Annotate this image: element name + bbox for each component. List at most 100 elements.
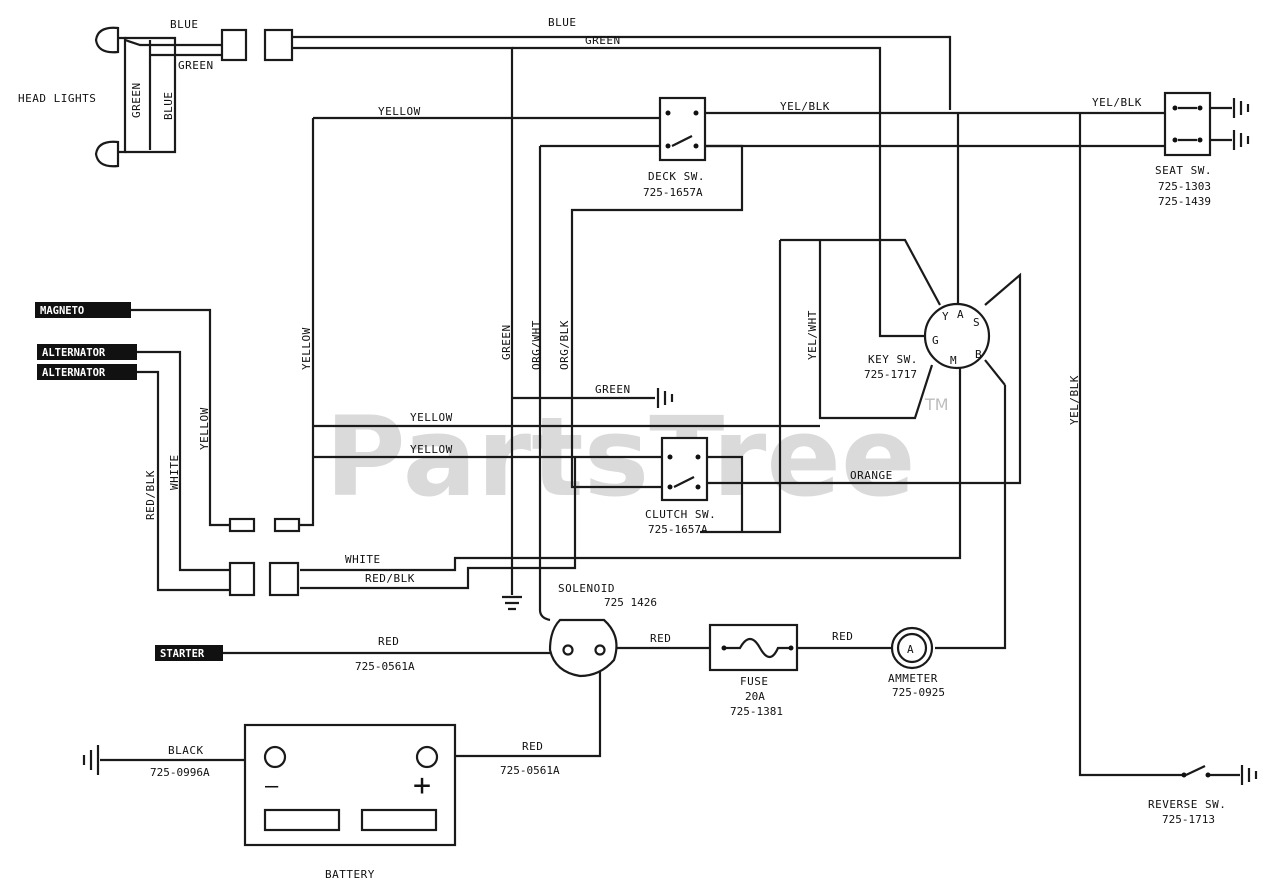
alternator-box-2-bg xyxy=(37,364,137,380)
deck-switch-body xyxy=(658,96,707,162)
alternator-box-1: ALTERNATOR xyxy=(37,344,137,360)
label-blue-top: BLUE xyxy=(548,16,577,29)
deck-switch: DECK SW. 725-1657A xyxy=(643,96,707,199)
label-red-bat-part: 725-0561A xyxy=(500,764,560,777)
solenoid-terminal-2 xyxy=(594,644,606,656)
ammeter-name: AMMETER xyxy=(888,672,938,685)
key-switch-body xyxy=(923,302,991,370)
label-green-hl: GREEN xyxy=(130,82,143,118)
magneto-box-bg xyxy=(35,302,131,318)
battery-name: BATTERY xyxy=(325,868,375,881)
clutch-switch-contact-1 xyxy=(667,454,673,460)
key-b-wire xyxy=(984,359,1006,386)
ammeter-inner xyxy=(896,632,928,664)
seat-switch-body xyxy=(1163,91,1212,157)
clutch-switch-blade xyxy=(673,476,695,488)
label-red-bat: RED xyxy=(522,740,543,753)
head-lights-label: HEAD LIGHTS xyxy=(18,92,96,105)
label-black-bat: BLACK xyxy=(168,744,204,757)
key-switch-part: 725-1717 xyxy=(864,368,917,381)
label-orange: ORANGE xyxy=(850,469,893,482)
blue-wire-hl xyxy=(124,38,222,47)
magneto-box: MAGNETO xyxy=(35,302,131,318)
red-bat-wire xyxy=(440,655,602,758)
fuse-terminal-1 xyxy=(721,645,727,651)
label-org-wht: ORG/WHT xyxy=(530,320,543,370)
label-red-starter-part: 725-0561A xyxy=(355,660,415,673)
ammeter: A AMMETER 725-0925 xyxy=(888,626,945,699)
orange-wire xyxy=(700,272,1022,485)
label-yellow-mid-2: YELLOW xyxy=(410,443,453,456)
watermark-tm: TM xyxy=(924,395,949,414)
battery: — + BATTERY xyxy=(243,723,457,881)
yellow-wire-vert xyxy=(292,118,315,527)
label-org-blk: ORG/BLK xyxy=(558,320,571,370)
ammeter-part: 725-0925 xyxy=(892,686,945,699)
label-yel-blk-top: YEL/BLK xyxy=(780,100,830,113)
connector-top-left xyxy=(220,28,248,62)
connector-top-right xyxy=(263,28,294,62)
label-red-fuse: RED xyxy=(650,632,671,645)
connector-mag-right xyxy=(273,517,301,533)
key-terminal-y: Y xyxy=(942,310,949,323)
wire-labels: BLUE GREEN BLUE GREEN GREEN BLUE YELLOW … xyxy=(130,16,1141,779)
ground-icon-seat-1 xyxy=(1232,98,1250,118)
fuse-element xyxy=(725,637,790,659)
battery-pos-sign: + xyxy=(413,768,431,803)
alternator-label-1: ALTERNATOR xyxy=(42,347,106,359)
key-switch-name: KEY SW. xyxy=(868,353,918,366)
solenoid-body xyxy=(548,618,618,678)
fuse-rating: 20A xyxy=(745,690,765,703)
deck-switch-blade xyxy=(671,135,693,147)
red-blk-alt-wire xyxy=(136,370,230,592)
solenoid-terminal-1 xyxy=(562,644,574,656)
blue-wire-top xyxy=(292,35,952,110)
org-blk-wire xyxy=(570,144,744,489)
yel-wht-vert xyxy=(700,240,782,534)
headlight-bus-wire-2 xyxy=(125,36,177,154)
label-green-ground: GREEN xyxy=(595,383,631,396)
headlight-icon-bottom xyxy=(94,140,120,168)
label-yel-wht: YEL/WHT xyxy=(806,310,819,360)
org-wht-vert xyxy=(538,146,551,622)
battery-pos-terminal xyxy=(415,745,439,769)
label-green-vert: GREEN xyxy=(500,324,513,360)
alternator-box-2: ALTERNATOR xyxy=(37,364,137,380)
ammeter-symbol: A xyxy=(907,643,914,656)
key-switch: Y A S G M B KEY SW. 725-1717 xyxy=(864,302,991,381)
seat-switch-part-2: 725-1439 xyxy=(1158,195,1211,208)
seat-switch-contact-1 xyxy=(1172,105,1178,111)
connector-alt-left xyxy=(228,561,256,597)
clutch-switch-name: CLUTCH SW. xyxy=(645,508,716,521)
clutch-switch: CLUTCH SW. 725-1657A xyxy=(645,436,716,536)
headlight-bus-wire xyxy=(118,36,127,154)
clutch-switch-contact-3 xyxy=(667,484,673,490)
label-yellow-mag: YELLOW xyxy=(198,407,211,450)
key-terminal-m: M xyxy=(950,354,957,367)
seat-switch-contact-3 xyxy=(1172,137,1178,143)
deck-switch-contact-2 xyxy=(693,110,699,116)
reverse-switch-name: REVERSE SW. xyxy=(1148,798,1226,811)
starter-box: STARTER xyxy=(155,645,223,661)
alternator-box-1-bg xyxy=(37,344,137,360)
label-yel-blk-vert: YEL/BLK xyxy=(1068,375,1081,425)
headlight-icon-top xyxy=(94,26,120,54)
red-blk-wire-h xyxy=(300,457,577,590)
solenoid-name: SOLENOID xyxy=(558,582,615,595)
label-blue-top-left: BLUE xyxy=(170,18,199,31)
connectors xyxy=(220,28,301,597)
reverse-switch: REVERSE SW. 725-1713 xyxy=(1148,765,1226,826)
white-alt-wire xyxy=(136,350,230,572)
alternator-label-2: ALTERNATOR xyxy=(42,367,106,379)
deck-switch-contact-1 xyxy=(665,110,671,116)
battery-neg-terminal xyxy=(263,745,287,769)
seat-switch: SEAT SW. 725-1303 725-1439 xyxy=(1155,91,1212,208)
deck-switch-contact-3 xyxy=(665,143,671,149)
connector-mag-left xyxy=(228,517,256,533)
battery-neg-sign: — xyxy=(265,774,279,799)
deck-switch-part: 725-1657A xyxy=(643,186,703,199)
starter-label: STARTER xyxy=(160,648,205,660)
key-terminal-a: A xyxy=(957,308,964,321)
seat-switch-name: SEAT SW. xyxy=(1155,164,1212,177)
